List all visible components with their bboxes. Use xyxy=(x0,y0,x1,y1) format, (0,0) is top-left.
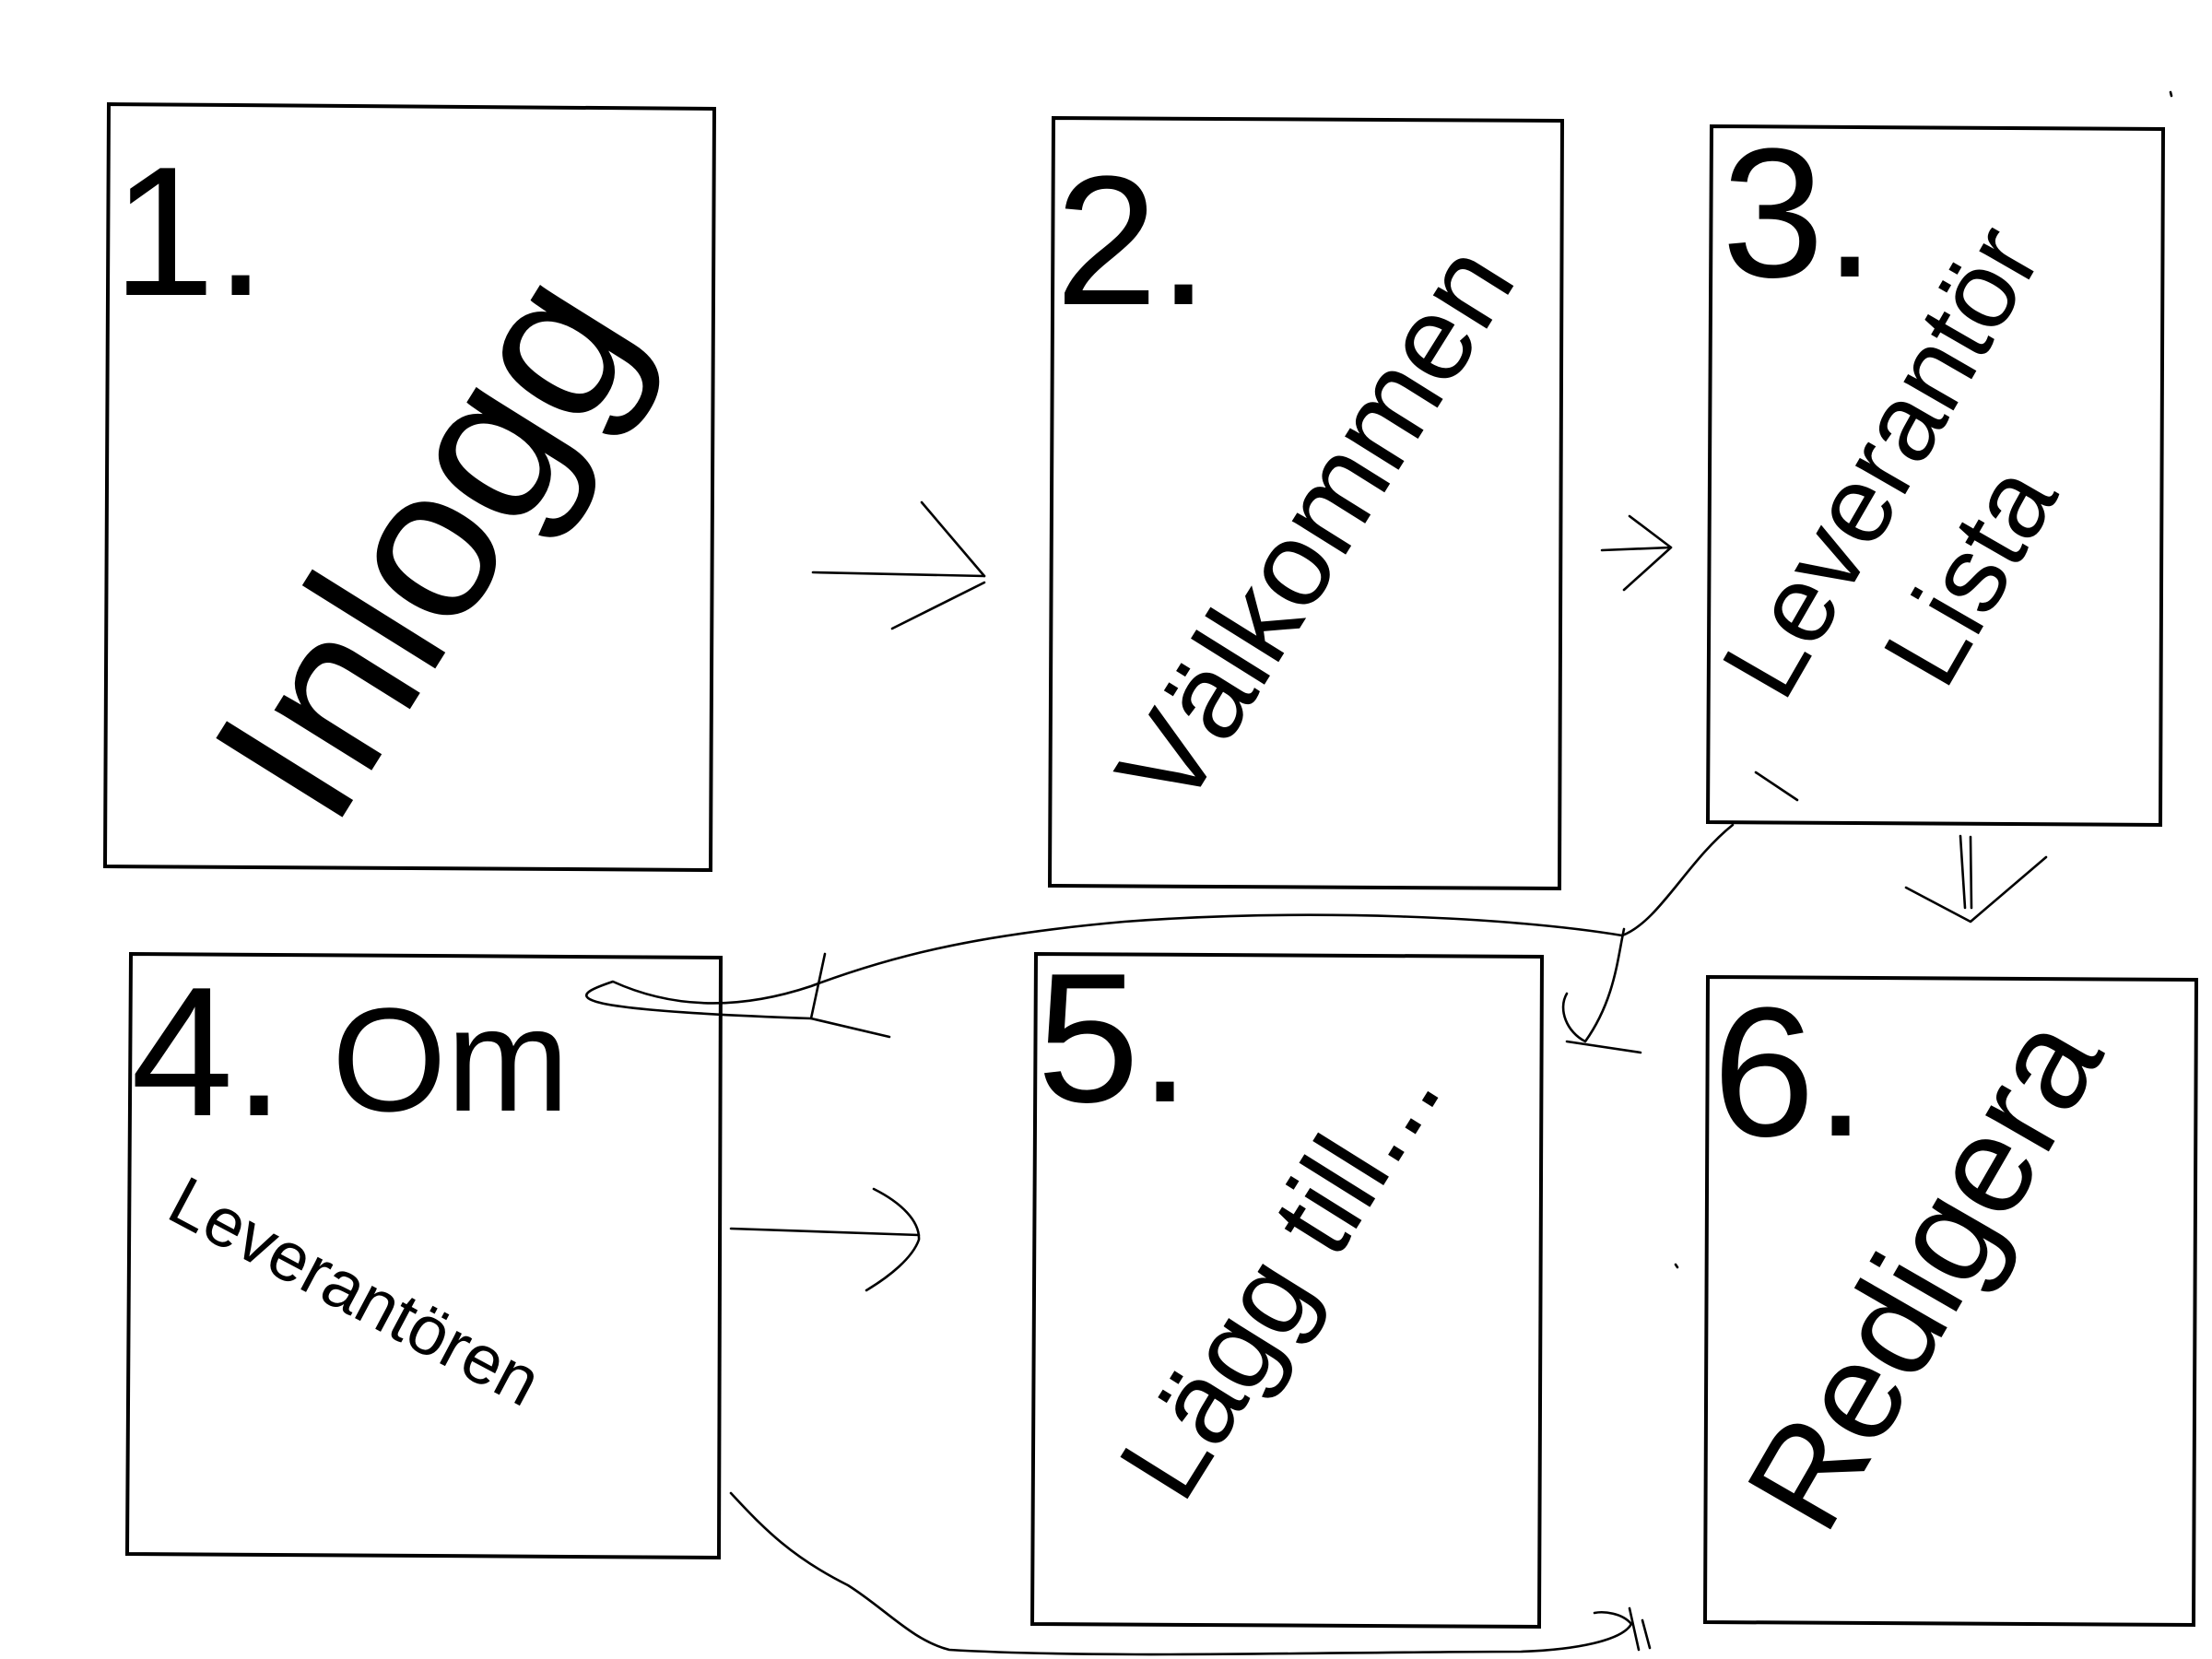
arrow-4-to-5-bottom-head xyxy=(1628,1606,1652,1652)
arrow-1-to-2-head xyxy=(890,500,986,630)
arrow-3-to-5-mark xyxy=(1754,771,1799,802)
screen-2-valkommen: 2. Välkommen xyxy=(1047,115,1565,891)
screen-4-om-leverantoren: 4. Om Leverantören xyxy=(124,949,724,1560)
screen-6-redigera: 6. Redigera xyxy=(1702,970,2199,1628)
stray-marks xyxy=(1674,90,2173,1269)
screen-2-number: 2. xyxy=(1055,138,1209,344)
screen-4-label: Om xyxy=(332,977,570,1142)
arrow-4-to-5 xyxy=(729,1187,921,1292)
screen-4-number: 4. xyxy=(131,949,285,1155)
arrow-4-to-5-head xyxy=(865,1187,921,1292)
screen-1-frame xyxy=(102,101,717,873)
screen-3-number: 3. xyxy=(1722,111,1876,316)
arrow-3-to-4-head xyxy=(809,952,891,1039)
arrow-2-to-3-head xyxy=(1622,514,1673,592)
arrow-3-to-5-tail xyxy=(1565,1040,1642,1054)
screen-6-number: 6. xyxy=(1712,970,1866,1175)
arrow-4-to-5-bottom xyxy=(729,1491,1652,1656)
arrow-3-to-5 xyxy=(1561,771,1799,1054)
screen-5-number: 5. xyxy=(1037,935,1191,1141)
arrow-1-to-2-shaft xyxy=(811,571,986,578)
screen-3-frame xyxy=(1705,124,2166,828)
screen-6-frame xyxy=(1702,974,2199,1628)
arrow-3-to-6-head xyxy=(1904,855,2048,924)
screen-5-lagg-till: 5. Lägg till... xyxy=(1030,935,1545,1630)
screen-5-frame xyxy=(1030,951,1545,1630)
arrow-3-to-5-path xyxy=(1561,927,1626,1043)
arrow-4-to-5-bottom-path xyxy=(729,1491,1633,1656)
arrow-3-to-4-path xyxy=(585,823,1735,1020)
screen-1-inlogg: 1. Inlogg xyxy=(102,101,717,873)
arrow-3-to-6-shaft xyxy=(1959,834,1973,910)
screen-4-sublabel: Leverantören xyxy=(157,1161,553,1421)
screen-2-frame xyxy=(1047,115,1565,891)
screen-4-frame xyxy=(124,951,724,1560)
arrow-3-to-4 xyxy=(585,823,1735,1039)
screen-3-leverantor-lista: 3. Leverantör Lista xyxy=(1699,111,2166,828)
screen-1-number: 1. xyxy=(112,129,266,335)
stray-dot-2 xyxy=(1674,1263,1679,1269)
arrow-1-to-2 xyxy=(811,500,986,630)
arrow-3-to-6 xyxy=(1904,834,2048,924)
arrow-2-to-3 xyxy=(1600,514,1673,592)
arrow-4-to-5-shaft xyxy=(729,1227,921,1237)
arrow-2-to-3-shaft xyxy=(1600,546,1673,552)
